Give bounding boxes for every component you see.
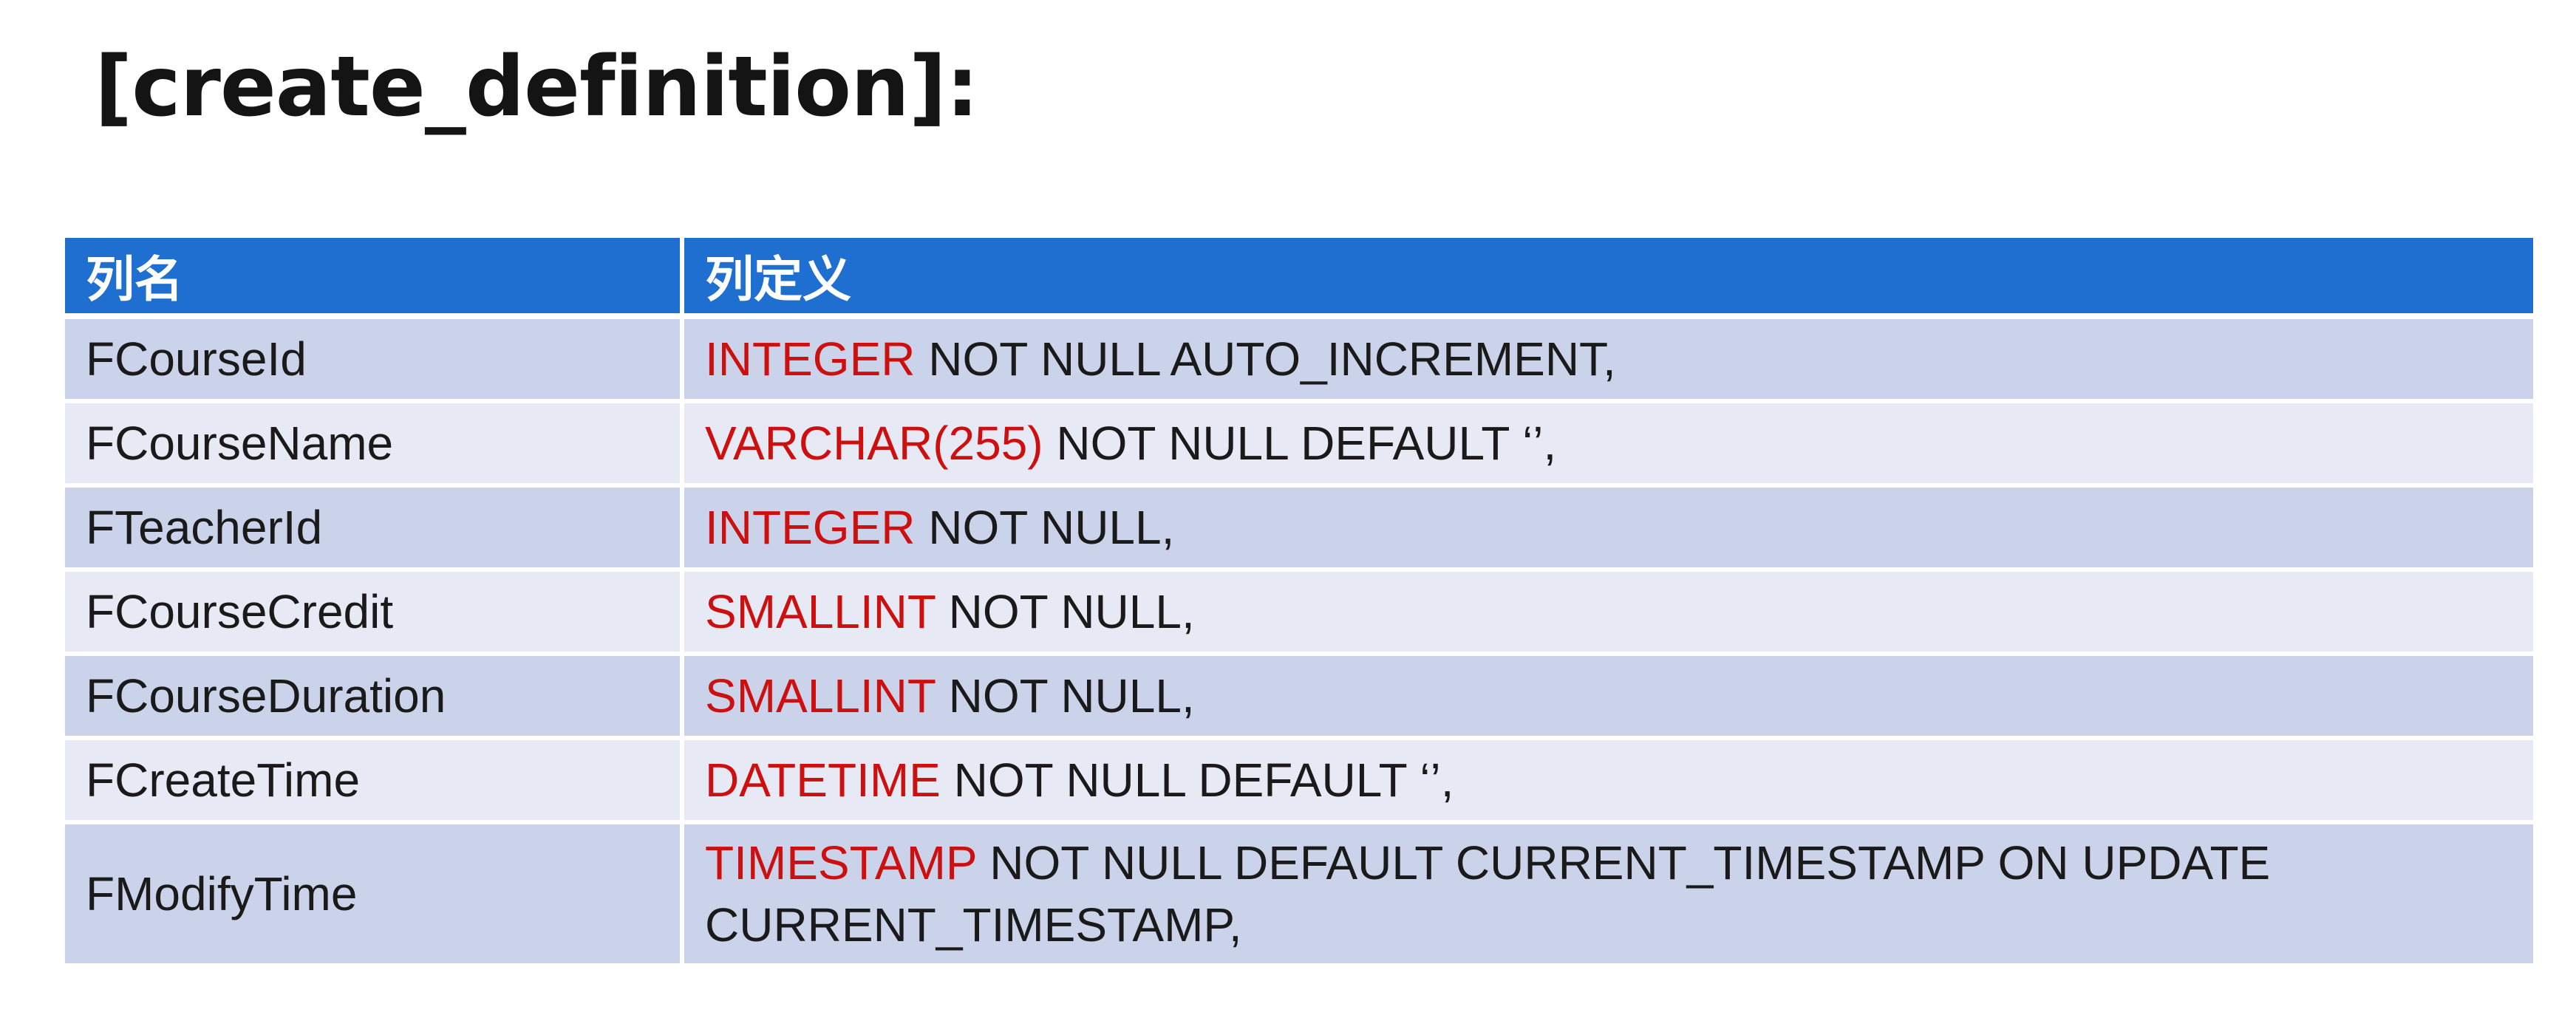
definition-constraints: NOT NULL, <box>935 669 1195 722</box>
column-name-cell: FCourseDuration <box>65 656 680 740</box>
column-definition-cell: INTEGER NOT NULL, <box>680 488 2533 572</box>
column-definition-cell: SMALLINT NOT NULL, <box>680 572 2533 656</box>
table-row: FCourseName VARCHAR(255) NOT NULL DEFAUL… <box>65 403 2533 488</box>
column-name-cell: FCourseCredit <box>65 572 680 656</box>
table-row: FModifyTime TIMESTAMP NOT NULL DEFAULT C… <box>65 824 2533 968</box>
create-definition-table: 列名 列定义 FCourseId INTEGER NOT NULL AUTO_I… <box>65 238 2533 968</box>
column-name-cell: FCreateTime <box>65 740 680 824</box>
column-definition-cell: TIMESTAMP NOT NULL DEFAULT CURRENT_TIMES… <box>680 824 2533 968</box>
data-type-keyword: INTEGER <box>705 501 916 554</box>
table-header-row: 列名 列定义 <box>65 238 2533 319</box>
column-definition-cell: SMALLINT NOT NULL, <box>680 656 2533 740</box>
column-name-cell: FModifyTime <box>65 824 680 968</box>
definition-constraints: NOT NULL, <box>935 585 1195 638</box>
column-header-definition: 列定义 <box>680 238 2533 319</box>
table-row: FCourseDuration SMALLINT NOT NULL, <box>65 656 2533 740</box>
column-name-cell: FCourseName <box>65 403 680 488</box>
data-type-keyword: INTEGER <box>705 332 916 386</box>
column-header-name: 列名 <box>65 238 680 319</box>
column-name-cell: FCourseId <box>65 319 680 403</box>
definition-constraints: NOT NULL DEFAULT CURRENT_TIMESTAMP ON UP… <box>705 836 2271 951</box>
data-type-keyword: SMALLINT <box>705 585 936 638</box>
definition-constraints: NOT NULL AUTO_INCREMENT, <box>915 332 1616 386</box>
definition-constraints: NOT NULL DEFAULT ‘’, <box>1043 417 1557 470</box>
column-name-cell: FTeacherId <box>65 488 680 572</box>
column-definition-cell: DATETIME NOT NULL DEFAULT ‘’, <box>680 740 2533 824</box>
page-title: [create_definition]: <box>95 39 979 135</box>
data-type-keyword: TIMESTAMP <box>705 836 977 889</box>
data-type-keyword: SMALLINT <box>705 669 936 722</box>
column-definition-cell: INTEGER NOT NULL AUTO_INCREMENT, <box>680 319 2533 403</box>
definition-constraints: NOT NULL DEFAULT ‘’, <box>940 753 1454 807</box>
data-type-keyword: VARCHAR(255) <box>705 417 1043 470</box>
table-row: FTeacherId INTEGER NOT NULL, <box>65 488 2533 572</box>
column-definition-cell: VARCHAR(255) NOT NULL DEFAULT ‘’, <box>680 403 2533 488</box>
data-type-keyword: DATETIME <box>705 753 941 807</box>
definition-constraints: NOT NULL, <box>915 501 1175 554</box>
table-row: FCourseCredit SMALLINT NOT NULL, <box>65 572 2533 656</box>
table-row: FCourseId INTEGER NOT NULL AUTO_INCREMEN… <box>65 319 2533 403</box>
table-row: FCreateTime DATETIME NOT NULL DEFAULT ‘’… <box>65 740 2533 824</box>
